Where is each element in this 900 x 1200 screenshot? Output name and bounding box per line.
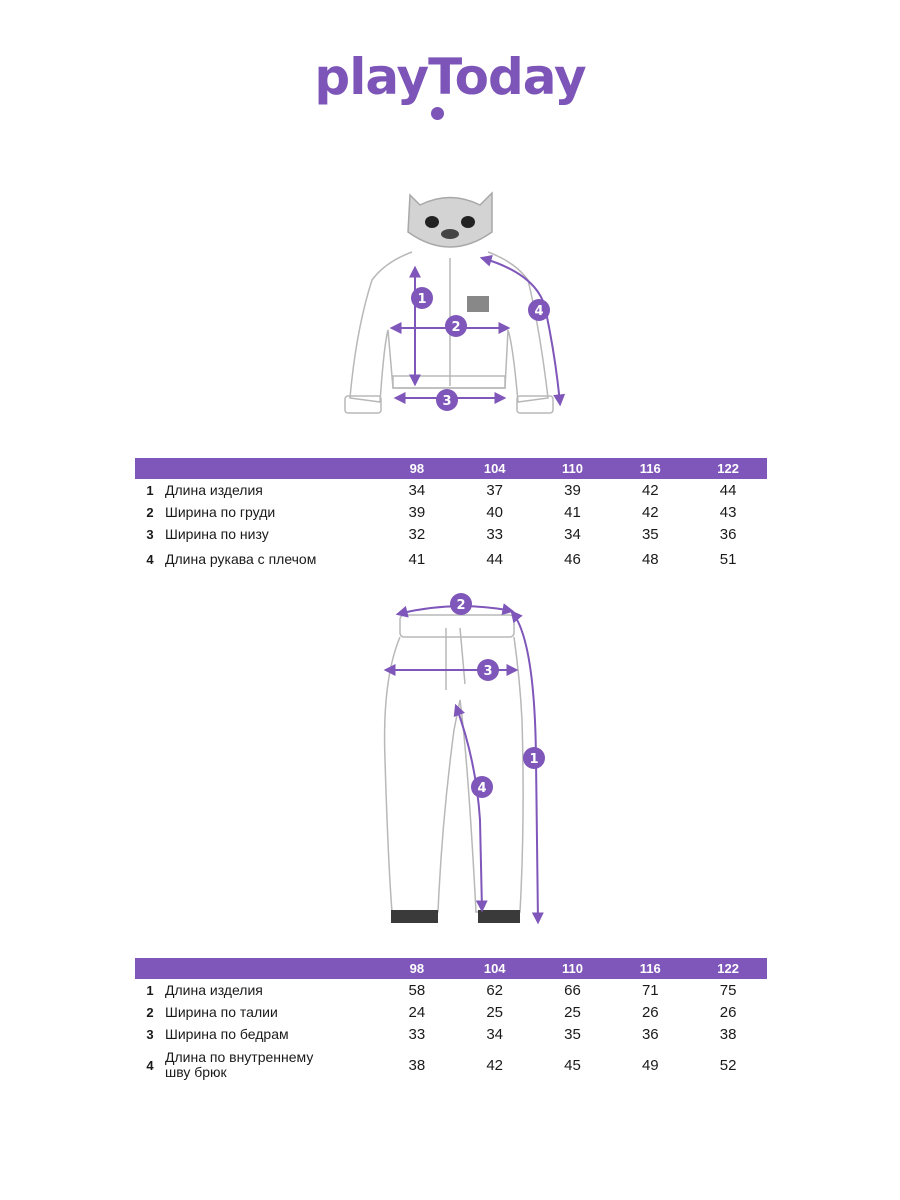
jacket-marker-1 <box>411 287 433 309</box>
jacket-marker-4-label: 4 <box>534 304 543 319</box>
size-header: 122 <box>689 958 767 979</box>
cell-value: 37 <box>486 481 504 499</box>
size-header: 110 <box>533 458 612 479</box>
cell-value: 43 <box>719 503 737 521</box>
size-header: 98 <box>378 458 456 479</box>
cell-value: 39 <box>408 503 426 521</box>
cell-value: 46 <box>564 550 581 568</box>
cell-value: 36 <box>719 525 737 543</box>
cell-value: 48 <box>641 550 659 568</box>
pants-marker-1-label: 1 <box>529 752 538 767</box>
size-header: 110 <box>533 958 612 979</box>
row-label: Ширина по бедрам <box>165 1025 289 1042</box>
cell-value: 34 <box>564 525 581 543</box>
jacket-marker-2 <box>445 315 467 337</box>
cell-value: 34 <box>486 1025 504 1043</box>
cell-value: 42 <box>641 503 659 521</box>
cell-value: 24 <box>408 1003 426 1021</box>
size-header: 122 <box>689 458 767 479</box>
logo-dot <box>431 107 444 120</box>
cell-value: 44 <box>486 550 504 568</box>
cell-value: 26 <box>719 1003 737 1021</box>
cell-value: 39 <box>564 481 581 499</box>
table-row: 4 Длина рукава с плечом 41 44 46 48 51 <box>135 545 767 573</box>
cell-value: 51 <box>719 550 737 568</box>
cell-value: 71 <box>641 981 659 999</box>
cell-value: 66 <box>564 981 581 999</box>
cell-value: 58 <box>408 981 426 999</box>
jacket-marker-3-label: 3 <box>442 394 451 409</box>
row-label: Ширина по груди <box>165 503 276 520</box>
pants-marker-4-label: 4 <box>477 781 486 796</box>
table-row: 2 Ширина по груди 39 40 41 42 43 <box>135 501 767 523</box>
cell-value: 35 <box>641 525 659 543</box>
table-row: 1 Длина изделия 58 62 66 71 75 <box>135 979 767 1001</box>
cell-value: 38 <box>408 1056 426 1074</box>
pants-marker-2 <box>450 593 472 615</box>
cell-value: 25 <box>564 1003 581 1021</box>
cell-value: 52 <box>719 1056 737 1074</box>
size-header: 104 <box>455 458 534 479</box>
row-label: Ширина по талии <box>165 1003 278 1020</box>
cell-value: 75 <box>719 981 737 999</box>
pants-table-header: 98 104 110 116 122 <box>135 958 767 979</box>
cell-value: 40 <box>486 503 504 521</box>
row-label: Длина по внутреннему шву брюк <box>165 1049 314 1080</box>
row-label: Длина изделия <box>165 981 263 998</box>
cell-value: 45 <box>564 1056 581 1074</box>
pants-marker-3 <box>477 659 499 681</box>
jacket-marker-1-label: 1 <box>417 292 426 307</box>
jacket-marker-3 <box>436 389 458 411</box>
cell-value: 42 <box>486 1056 504 1074</box>
cell-value: 44 <box>719 481 737 499</box>
row-number: 3 <box>146 526 154 542</box>
jacket-size-table: 98 104 110 116 122 1 Длина изделия 34 37… <box>135 458 767 573</box>
row-number: 4 <box>146 551 154 567</box>
table-row: 2 Ширина по талии 24 25 25 26 26 <box>135 1001 767 1023</box>
size-header: 116 <box>611 458 690 479</box>
table-row: 4 Длина по внутреннему шву брюк 38 42 45… <box>135 1045 767 1085</box>
table-row: 1 Длина изделия 34 37 39 42 44 <box>135 479 767 501</box>
cell-value: 41 <box>564 503 581 521</box>
table-row: 3 Ширина по низу 32 33 34 35 36 <box>135 523 767 545</box>
cell-value: 25 <box>486 1003 504 1021</box>
cell-value: 62 <box>486 981 504 999</box>
table-row: 3 Ширина по бедрам 33 34 35 36 38 <box>135 1023 767 1045</box>
row-number: 1 <box>146 982 154 998</box>
row-label: Ширина по низу <box>165 525 269 542</box>
pants-illustration: 2 3 1 4 <box>383 593 545 925</box>
pants-marker-2-label: 2 <box>456 598 465 613</box>
cell-value: 38 <box>719 1025 737 1043</box>
cell-value: 33 <box>486 525 504 543</box>
row-number: 1 <box>146 482 154 498</box>
cell-value: 35 <box>564 1025 581 1043</box>
cell-value: 42 <box>641 481 659 499</box>
row-label: Длина рукава с плечом <box>165 550 317 567</box>
row-number: 2 <box>146 1004 154 1020</box>
brand-logo: playToday <box>314 48 586 106</box>
size-header: 104 <box>455 958 534 979</box>
jacket-marker-2-label: 2 <box>451 320 460 335</box>
pants-marker-1 <box>523 747 545 769</box>
row-number: 2 <box>146 504 154 520</box>
row-number: 4 <box>146 1057 154 1073</box>
cell-value: 34 <box>408 481 426 499</box>
cell-value: 32 <box>408 525 426 543</box>
pants-size-table: 98 104 110 116 122 1 Длина изделия 58 62… <box>135 958 767 1085</box>
pants-marker-4 <box>471 776 493 798</box>
cell-value: 36 <box>641 1025 659 1043</box>
jacket-illustration: 1 2 3 4 <box>344 191 566 414</box>
size-header: 98 <box>378 958 456 979</box>
row-label: Длина изделия <box>165 481 263 498</box>
row-number: 3 <box>146 1026 154 1042</box>
jacket-marker-4 <box>528 299 550 321</box>
cell-value: 49 <box>641 1056 659 1074</box>
jacket-table-header: 98 104 110 116 122 <box>135 458 767 479</box>
cell-value: 33 <box>408 1025 426 1043</box>
pants-marker-3-label: 3 <box>483 664 492 679</box>
cell-value: 41 <box>408 550 426 568</box>
size-header: 116 <box>611 958 690 979</box>
cell-value: 26 <box>641 1003 659 1021</box>
